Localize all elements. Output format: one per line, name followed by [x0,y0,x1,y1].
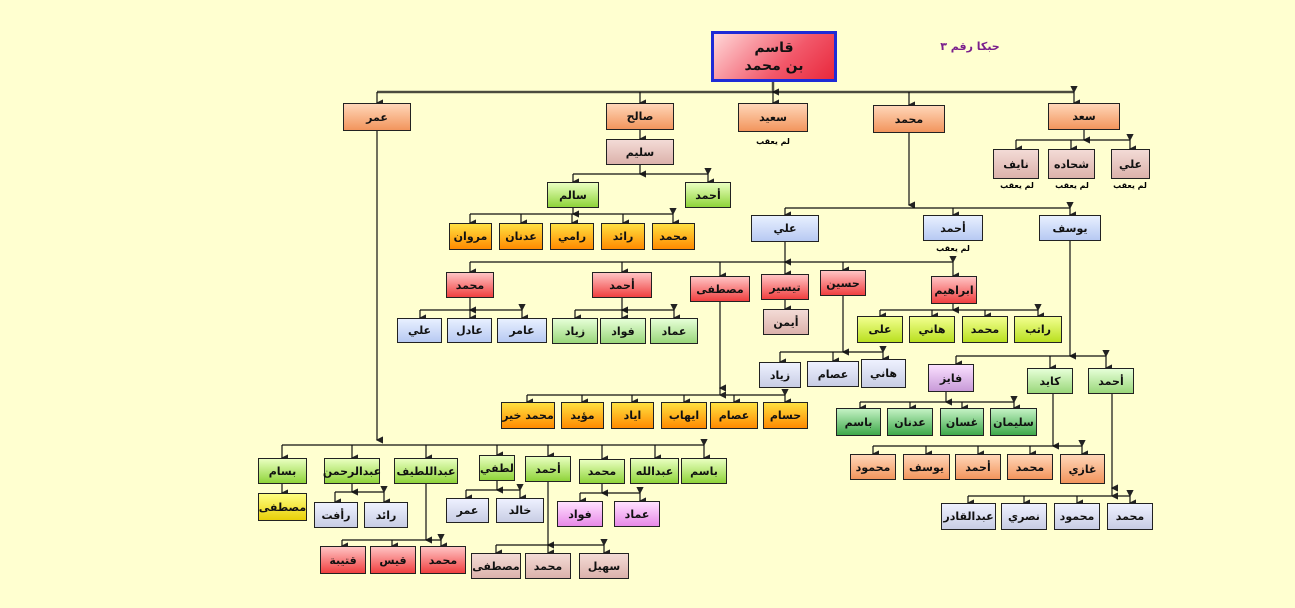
node-husayn[interactable]: حسين [820,270,866,296]
node-h-isam[interactable]: عصام [807,361,859,387]
node-h-hani[interactable]: هاني [861,359,906,388]
node-b-mustafa[interactable]: مصطفى [258,493,307,521]
node-salih[interactable]: صالح [606,103,674,130]
node-al-qutayba[interactable]: قتيبة [320,546,366,574]
node-ali2[interactable]: علي [751,215,819,242]
node-ms-isam[interactable]: عصام [710,402,758,429]
node-ahmad-s[interactable]: أحمد [685,182,731,208]
node-u-ahmad[interactable]: أحمد [525,456,571,482]
node-ua-mustafa[interactable]: مصطفى [471,553,521,579]
node-yusuf[interactable]: يوسف [1039,215,1101,241]
node-k-muhammad[interactable]: محمد [1007,454,1053,480]
node-f-basim[interactable]: باسم [836,408,881,436]
node-ya-nasri[interactable]: نصري [1001,503,1047,530]
root-node[interactable]: قاسم بن محمد [711,31,837,82]
node-ar-rafat[interactable]: رأفت [314,502,358,528]
node-ah-fuad[interactable]: فواد [600,318,646,344]
node-ib-muhammad[interactable]: محمد [962,316,1008,343]
node-u-abdullah[interactable]: عبدالله [630,458,679,484]
node-u-bassam[interactable]: بسام [258,458,307,484]
node-ahmad2[interactable]: أحمد [923,215,983,241]
node-ya-muhammad[interactable]: محمد [1107,503,1153,530]
node-ib-ali[interactable]: علی [857,316,903,343]
node-ar-raid[interactable]: رائد [364,502,408,528]
node-k-ahmad[interactable]: أحمد [955,454,1001,480]
node-ah-ammad[interactable]: عماد [650,318,698,344]
node-ayman[interactable]: أيمن [763,309,809,335]
node-umar[interactable]: عمر [343,103,411,131]
node-salim[interactable]: سليم [606,139,674,165]
node-salem[interactable]: سالم [547,182,599,208]
note-no-offspring: لم يعقب [1113,181,1147,190]
node-f-sulayman[interactable]: سليمان [990,408,1037,436]
node-u-basim[interactable]: باسم [681,458,727,484]
node-u-lutfi[interactable]: لطفي [479,455,515,481]
root-lineage: بن محمد [744,57,804,74]
node-u-abdullatif[interactable]: عبداللطيف [394,458,458,484]
node-m-ali[interactable]: علي [397,318,442,343]
node-said[interactable]: سعيد [738,103,808,132]
node-ya-mahmud[interactable]: محمود [1054,503,1100,530]
node-f-adnan[interactable]: عدنان [887,408,933,436]
node-ib-hani[interactable]: هاني [909,316,955,343]
note-no-offspring: لم يعقب [1055,181,1089,190]
node-ms-iyad[interactable]: اياد [611,402,654,429]
note-no-offspring: لم يعقب [936,244,970,253]
node-ms-muayyad[interactable]: مؤيد [561,402,604,429]
node-shihada[interactable]: شحاده [1048,149,1095,179]
node-a-ahmad[interactable]: أحمد [592,272,652,298]
node-u-abdulrahman[interactable]: عبدالرحمن [323,458,381,484]
node-a-muhammad[interactable]: محمد [446,272,494,298]
node-ib-ratib[interactable]: راتب [1014,316,1062,343]
node-y-ahmad[interactable]: أحمد [1088,368,1134,394]
node-l-umar[interactable]: عمر [446,498,489,523]
node-ms-husam[interactable]: حسام [763,402,808,429]
node-al-muhammad[interactable]: محمد [420,546,466,574]
node-um-ammad[interactable]: عماد [614,501,660,527]
node-k-mahmud[interactable]: محمود [850,454,896,480]
node-fayiz[interactable]: فايز [928,364,974,392]
node-k-yusuf[interactable]: يوسف [903,454,950,480]
node-ms-ihab[interactable]: ايهاب [661,402,707,429]
node-s-raid[interactable]: رائد [601,223,645,250]
node-f-ghassan[interactable]: غسان [940,408,984,436]
node-u-muhammad[interactable]: محمد [579,459,625,484]
node-l-khalid[interactable]: خالد [496,498,544,523]
node-m-adil[interactable]: عادل [447,318,492,343]
node-ya-abdulqadir[interactable]: عبدالقادر [941,503,996,530]
node-ah-ziyad[interactable]: زياد [552,318,598,344]
note-no-offspring: لم يعقب [756,137,790,146]
node-saad[interactable]: سعد [1048,103,1120,130]
node-ua-muhammad[interactable]: محمد [525,553,571,579]
node-muhammad[interactable]: محمد [873,105,945,133]
node-kayid[interactable]: كايد [1027,368,1073,394]
note-no-offspring: لم يعقب [1000,181,1034,190]
node-s-rami[interactable]: رامي [550,223,594,250]
node-ms-mkhayr[interactable]: محمد خير [501,402,555,429]
root-name: قاسم [754,39,794,56]
node-s-marwan[interactable]: مروان [449,223,492,250]
node-nayif[interactable]: نايف [993,149,1039,179]
node-k-ghazi[interactable]: غازي [1060,454,1105,484]
chart-title: حبكا رقم ٣ [940,40,1000,53]
node-mustafa[interactable]: مصطفى [690,276,750,302]
node-taysir[interactable]: تيسير [761,274,809,300]
node-ali1[interactable]: علي [1111,149,1150,179]
node-ua-suhayl[interactable]: سهيل [579,553,629,579]
node-s-muhammad[interactable]: محمد [652,223,695,250]
node-al-qays[interactable]: قيس [370,546,416,574]
node-um-fuad[interactable]: فواد [557,501,603,527]
node-m-amir[interactable]: عامر [497,318,547,343]
node-h-ziyad[interactable]: زياد [759,362,801,388]
node-ibrahim[interactable]: ابراهيم [931,276,977,304]
node-s-adnan[interactable]: عدنان [499,223,543,250]
